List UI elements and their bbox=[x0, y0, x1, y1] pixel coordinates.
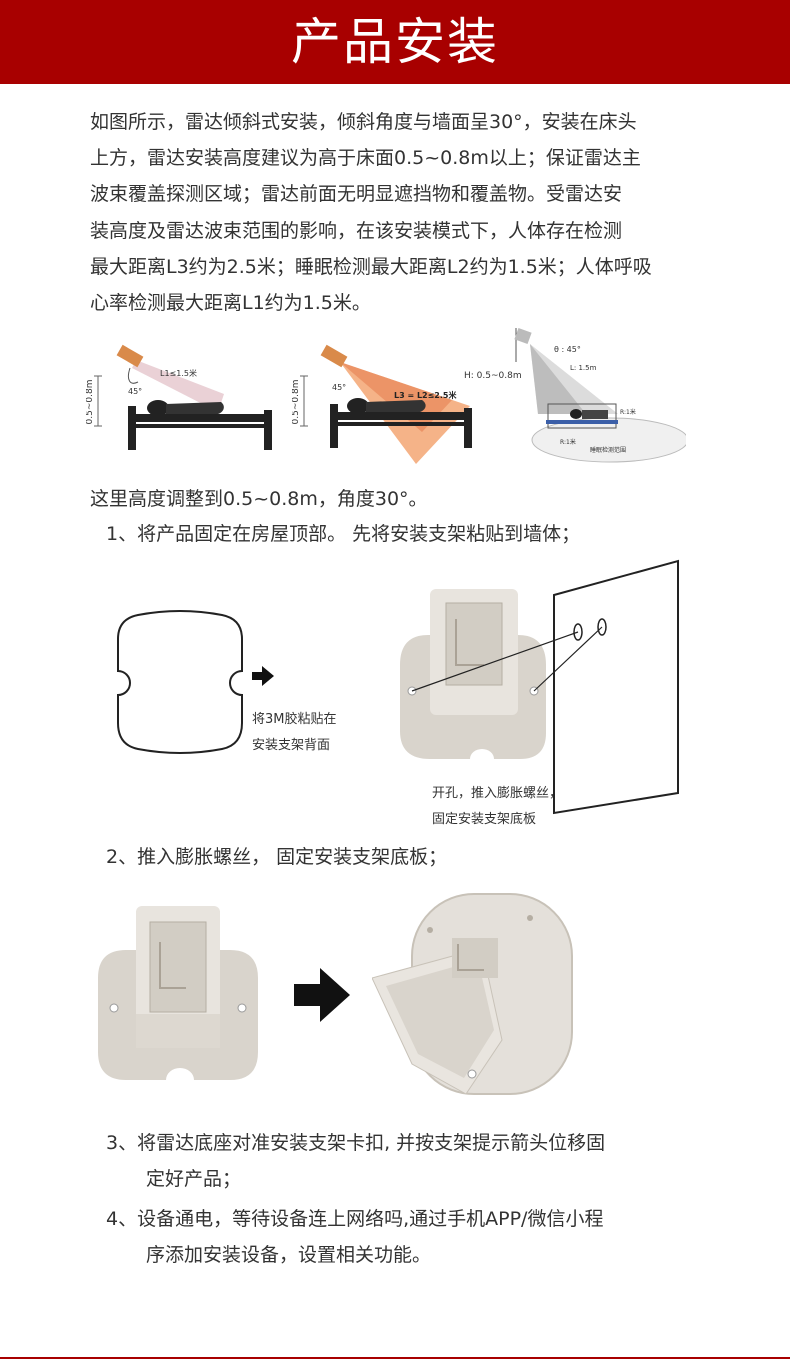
tape-caption-line1: 将3M胶粘贴在 bbox=[252, 712, 337, 727]
mounting-bracket-illustration bbox=[98, 906, 258, 1080]
diagram2-angle-label: 45° bbox=[332, 383, 346, 392]
installation-diagram-3: θ : 45° L: 1.5m H: 0.5~0.8m R:1米 R:1米 睡眠… bbox=[464, 327, 686, 463]
diagram1-height-label: 0.5~0.8m bbox=[86, 380, 95, 425]
tape-outline-illustration bbox=[117, 610, 243, 754]
intro-line: 装高度及雷达波束范围的影响，在该安装模式下，人体存在检测 bbox=[90, 219, 623, 242]
diagram2-distance-label: L3 = L2≤2.5米 bbox=[394, 390, 457, 400]
diagram3-area-label: 睡眠检测范围 bbox=[590, 446, 626, 454]
intro-line: 最大距离L3约为2.5米；睡眠检测最大距离L2约为1.5米；人体呼吸 bbox=[90, 255, 652, 278]
intro-paragraph: 如图所示，雷达倾斜式安装，倾斜角度与墙面呈30°，安装在床头 上方，雷达安装高度… bbox=[90, 104, 700, 321]
step-3-text-line2: 定好产品； bbox=[146, 1168, 242, 1190]
step-4-text-line2: 序添加安装设备，设置相关功能。 bbox=[146, 1244, 432, 1266]
diagram3-distance-label: L: 1.5m bbox=[570, 364, 597, 372]
diagram3-angle-label: θ : 45° bbox=[554, 345, 581, 354]
intro-line: 上方，雷达安装高度建议为高于床面0.5~0.8m以上；保证雷达主 bbox=[90, 147, 641, 170]
height-note: 这里高度调整到0.5~0.8m，角度30°。 bbox=[90, 488, 428, 510]
diagram3-zone-right-label: R:1米 bbox=[620, 408, 636, 416]
page-title: 产品安装 bbox=[291, 13, 499, 71]
intro-line: 如图所示，雷达倾斜式安装，倾斜角度与墙面呈30°，安装在床头 bbox=[90, 111, 637, 133]
diagram3-zone-left-label: R:1米 bbox=[560, 438, 576, 446]
header-banner: 产品安装 bbox=[0, 0, 790, 84]
bracket-wall-illustration bbox=[400, 559, 679, 815]
installation-diagram-2: 0.5~0.8m 45° L3 = L2≤2.5米 bbox=[292, 344, 472, 464]
drill-caption-line2: 固定安装支架底板 bbox=[432, 812, 537, 827]
step-4-text-line1: 4、设备通电，等待设备连上网络吗,通过手机APP/微信小程 bbox=[106, 1208, 604, 1230]
diagram3-height-label: H: 0.5~0.8m bbox=[464, 371, 522, 381]
diagram1-angle-label: 45° bbox=[128, 387, 142, 396]
intro-line: 波束覆盖探测区域；雷达前面无明显遮挡物和覆盖物。受雷达安 bbox=[90, 183, 623, 206]
step-2-text: 2、推入膨胀螺丝， 固定安装支架底板； bbox=[106, 846, 448, 868]
radar-attached-illustration bbox=[372, 893, 573, 1095]
step-1-text: 1、将产品固定在房屋顶部。 先将安装支架粘贴到墙体； bbox=[106, 523, 581, 545]
intro-line: 心率检测最大距离L1约为1.5米。 bbox=[90, 292, 371, 315]
diagram1-distance-label: L1≤1.5米 bbox=[160, 368, 197, 378]
drill-caption-line1: 开孔，推入膨胀螺丝， bbox=[432, 786, 563, 801]
arrow-right-icon bbox=[252, 666, 274, 686]
diagram2-height-label: 0.5~0.8m bbox=[292, 380, 301, 425]
step-3-text-line1: 3、将雷达底座对准安装支架卡扣, 并按支架提示箭头位移固 bbox=[106, 1132, 606, 1154]
tape-caption-line2: 安装支架背面 bbox=[252, 738, 331, 753]
bottom-divider bbox=[0, 1357, 790, 1359]
installation-diagram-1: 0.5~0.8m 45° L1≤1.5米 bbox=[86, 344, 272, 450]
arrow-right-icon bbox=[294, 968, 350, 1022]
